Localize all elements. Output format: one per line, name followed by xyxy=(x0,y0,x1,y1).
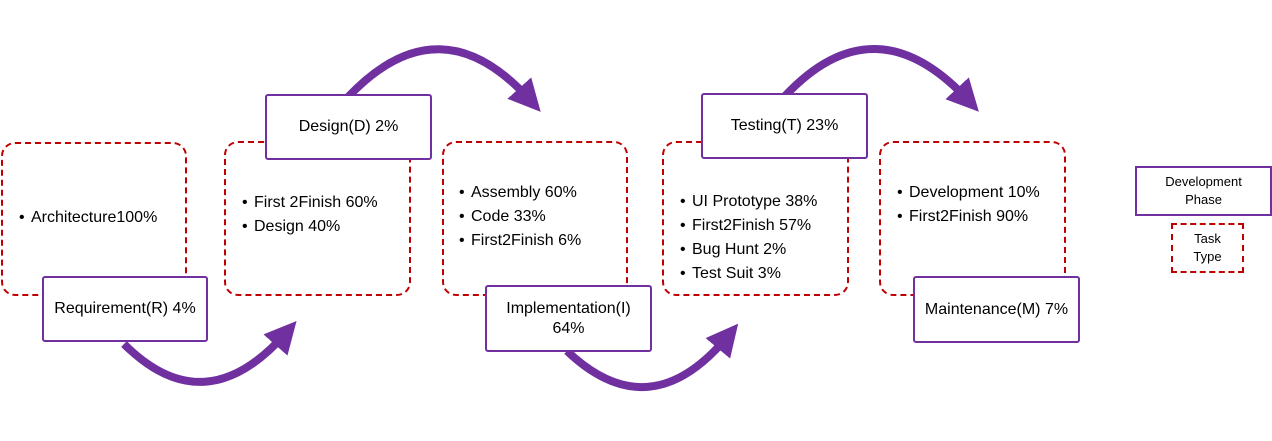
task-item: UI Prototype 38% xyxy=(680,190,817,214)
phase-maintenance: Maintenance(M) 7% xyxy=(913,276,1080,343)
phase-implementation: Implementation(I) 64% xyxy=(485,285,652,352)
task-item: Bug Hunt 2% xyxy=(680,238,817,262)
task-box-testing: UI Prototype 38% First2Finish 57% Bug Hu… xyxy=(662,141,849,296)
task-box-implementation: Assembly 60% Code 33% First2Finish 6% xyxy=(442,141,628,296)
task-item: Development 10% xyxy=(897,181,1040,205)
task-item: Test Suit 3% xyxy=(680,262,817,286)
task-box-requirement: Architecture100% xyxy=(1,142,187,296)
task-item: First2Finish 90% xyxy=(897,205,1040,229)
task-box-maintenance: Development 10% First2Finish 90% xyxy=(879,141,1066,296)
task-item: First2Finish 57% xyxy=(680,214,817,238)
task-item: First2Finish 6% xyxy=(459,229,581,253)
arrow-requirement-to-design xyxy=(121,320,297,386)
task-item: Assembly 60% xyxy=(459,181,581,205)
phase-design: Design(D) 2% xyxy=(265,94,432,160)
task-item: Architecture100% xyxy=(19,206,157,230)
legend-development-phase: Development Phase xyxy=(1135,166,1272,216)
phase-requirement: Requirement(R) 4% xyxy=(42,276,208,342)
task-item: First 2Finish 60% xyxy=(242,191,378,215)
task-box-design: First 2Finish 60% Design 40% xyxy=(224,141,411,296)
arrow-implementation-to-testing xyxy=(564,323,739,392)
phase-testing: Testing(T) 23% xyxy=(701,93,868,159)
arrow-testing-to-maintenance xyxy=(782,45,979,112)
arrow-design-to-implementation xyxy=(345,45,541,112)
task-item: Code 33% xyxy=(459,205,581,229)
task-item: Design 40% xyxy=(242,215,378,239)
legend-task-type: Task Type xyxy=(1171,223,1244,273)
